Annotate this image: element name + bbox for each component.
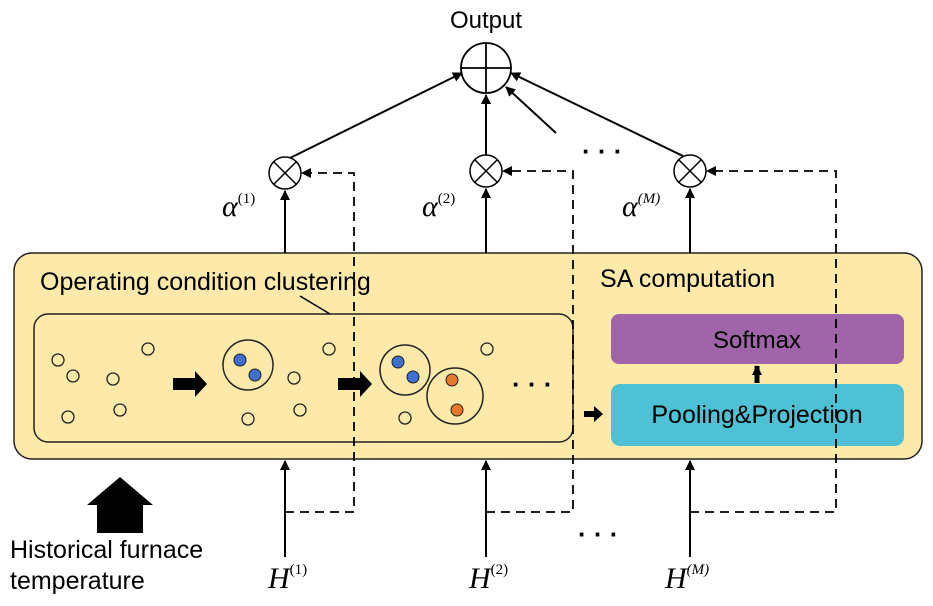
cluster-stage-3 — [379, 342, 494, 425]
blue-point — [233, 353, 247, 367]
dashed-skip-1-head — [301, 168, 311, 178]
hollow-point — [293, 403, 307, 417]
historical-label-line2: temperature — [10, 567, 145, 595]
historical-label-line1: Historical furnace — [10, 536, 203, 564]
output-sum-node — [460, 42, 512, 94]
dashed-skip-m-head — [706, 166, 716, 176]
cluster-to-pool-arrow — [584, 406, 603, 422]
cluster-stage-2 — [222, 339, 336, 426]
h-label-1: H(1) — [267, 562, 307, 595]
hollow-point — [322, 342, 336, 356]
head-ellipsis-top: · · · — [582, 136, 622, 166]
hollow-point — [51, 353, 65, 367]
pooling-label: Pooling&Projection — [651, 401, 862, 429]
dashed-skip-2-head — [502, 166, 512, 176]
dashed-skip-2 — [486, 170, 574, 513]
clustering-label-pointer — [299, 295, 331, 315]
output-title: Output — [450, 7, 522, 34]
arrow-m1-output — [289, 72, 463, 159]
blue-point — [406, 370, 420, 384]
hollow-point — [287, 371, 301, 385]
cluster-circle — [379, 344, 431, 396]
multiply-node-m — [673, 154, 707, 188]
softmax-box — [611, 314, 904, 364]
hollow-point — [141, 342, 155, 356]
hollow-point — [480, 342, 494, 356]
cluster-ellipsis: · · · — [512, 369, 552, 399]
multiply-node-2 — [469, 154, 503, 188]
blue-point — [248, 368, 262, 382]
alpha-label-1: α(1) — [222, 190, 255, 223]
h-label-m: H(M) — [664, 562, 709, 595]
alpha-label-m: α(M) — [622, 190, 660, 223]
arrow-extra-output — [505, 86, 557, 134]
dashed-skip-1 — [285, 172, 355, 513]
hollow-point — [113, 403, 127, 417]
arrow-mm-output — [510, 72, 684, 157]
sa-label: SA computation — [600, 265, 775, 293]
step-arrow-2 — [338, 371, 372, 397]
cluster-circle — [426, 367, 484, 425]
hollow-point — [66, 369, 80, 383]
hollow-point — [241, 412, 255, 426]
head-ellipsis-bottom: · · · — [578, 519, 618, 549]
orange-point — [445, 373, 459, 387]
softmax-label: Softmax — [713, 327, 801, 354]
historical-input-arrow — [87, 477, 153, 533]
orange-point — [450, 403, 464, 417]
alpha-label-2: α(2) — [422, 190, 455, 223]
pooling-box — [611, 384, 904, 446]
dashed-skip-m — [690, 170, 837, 513]
cluster-stage-1 — [51, 342, 155, 424]
hollow-point — [106, 372, 120, 386]
multiply-node-1 — [268, 156, 302, 190]
cluster-circle — [222, 339, 274, 391]
step-arrow-1 — [173, 371, 207, 397]
hollow-point — [61, 410, 75, 424]
blue-point — [391, 355, 405, 369]
clustering-label: Operating condition clustering — [40, 268, 371, 296]
clustering-box — [33, 313, 574, 443]
hollow-point — [398, 411, 412, 425]
h-label-2: H(2) — [468, 562, 508, 595]
